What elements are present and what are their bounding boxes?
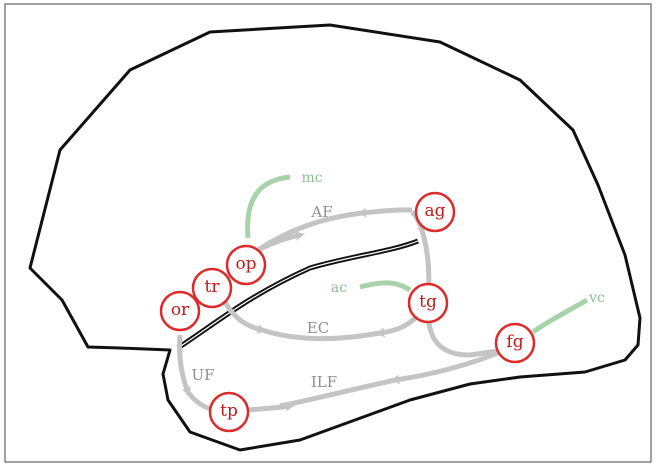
mc-label: mc (301, 170, 322, 186)
uf-tract (177, 334, 191, 397)
ilf-label: ILF (311, 373, 337, 391)
vc-input-tract (531, 297, 589, 335)
ac-label: ac (331, 280, 347, 296)
node-tr: tr (191, 267, 233, 309)
figure-frame (4, 3, 652, 463)
node-op: op (225, 244, 267, 286)
uf-label: UF (191, 366, 214, 384)
node-tg: tg (407, 282, 449, 324)
ilf-tract (390, 347, 506, 385)
node-tp: tp (208, 391, 250, 433)
node-fg: fg (494, 322, 536, 364)
brain-outline (28, 23, 642, 452)
node-op-label: op (235, 254, 256, 274)
node-tp-label: tp (220, 401, 238, 421)
node-ag-label: ag (424, 201, 445, 221)
node-fg-label: fg (506, 332, 523, 352)
mc-input-tract (245, 174, 291, 239)
af-label: AF (310, 203, 332, 221)
ac-input-tract (359, 280, 412, 293)
node-tr-label: tr (205, 277, 221, 297)
node-or: or (159, 290, 201, 332)
node-or-label: or (171, 300, 190, 320)
node-ag: ag (414, 191, 456, 233)
ec-label: EC (307, 319, 329, 337)
node-tg-label: tg (419, 292, 437, 312)
vc-label: vc (588, 290, 605, 306)
